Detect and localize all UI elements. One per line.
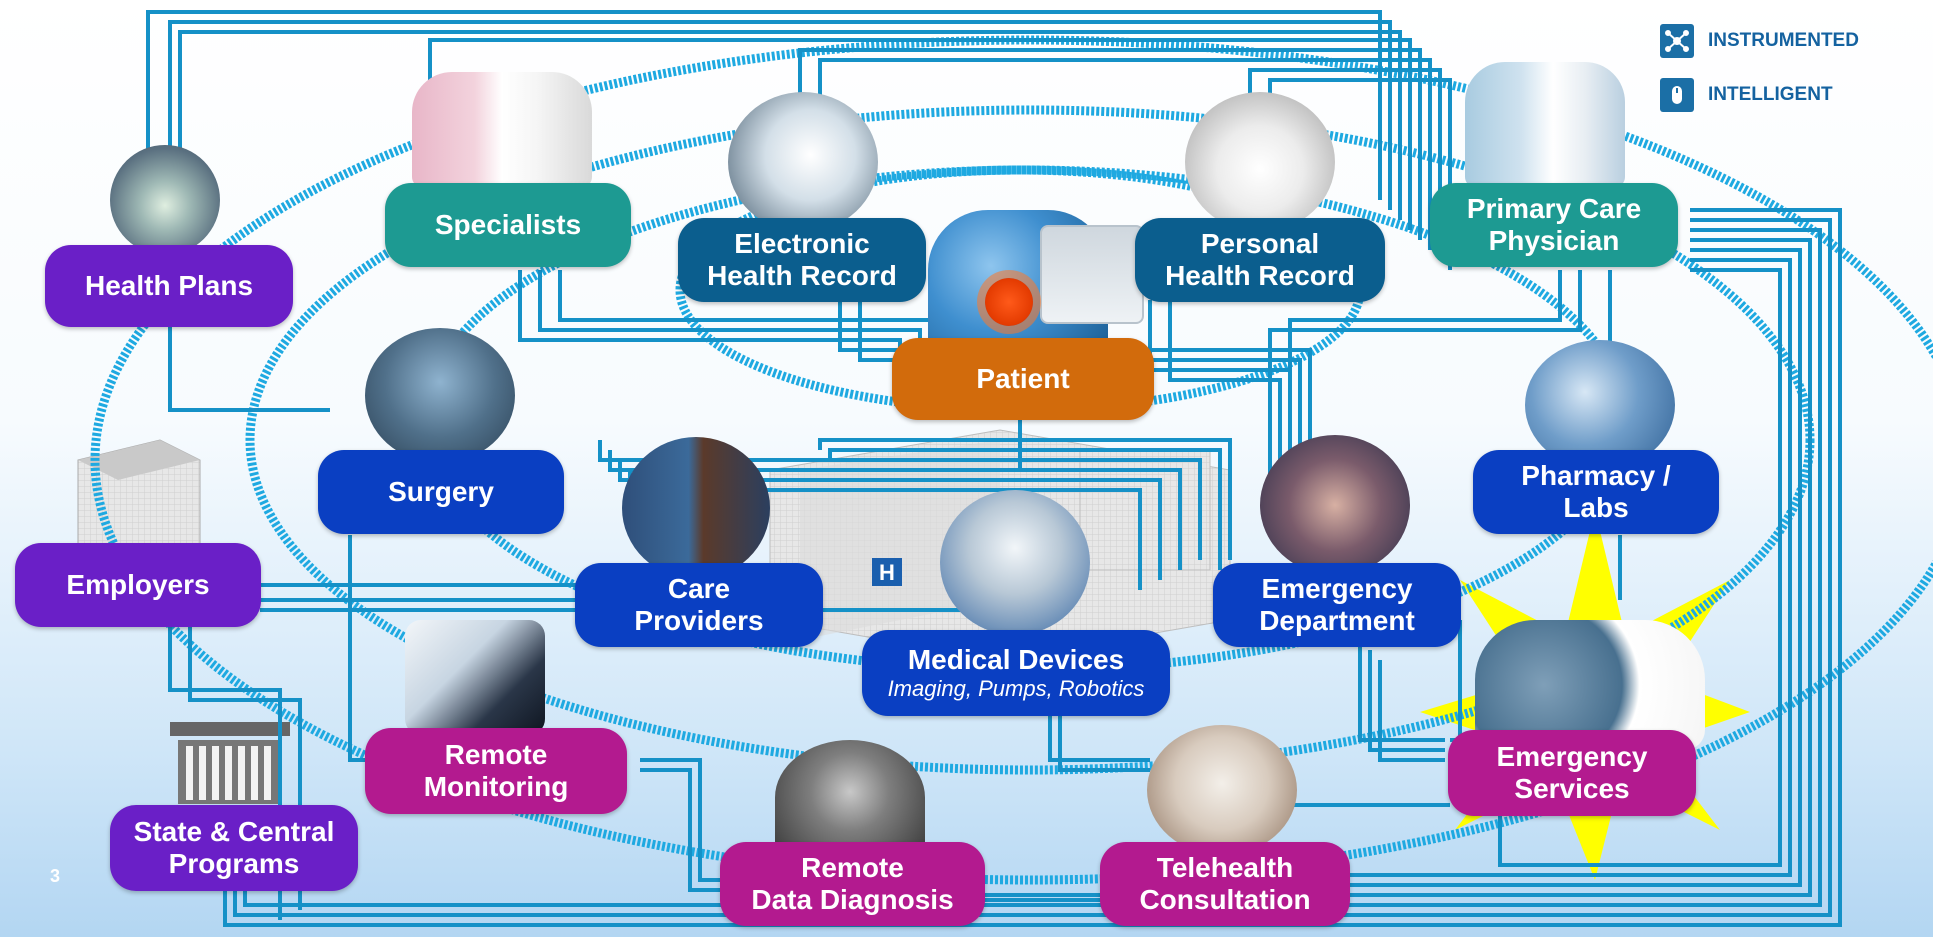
remote-monitoring-node: Remote Monitoring	[365, 728, 627, 814]
care-providers-photo	[622, 437, 770, 579]
node-label-line1: Telehealth	[1156, 852, 1294, 883]
surgery-photo	[365, 328, 515, 463]
node-label: Health Plans	[84, 270, 254, 301]
emergency-services-node: Emergency Services	[1448, 730, 1696, 816]
primary-care-physician-node: Primary Care Physician	[1430, 183, 1678, 267]
node-label-line2: Data Diagnosis	[751, 884, 954, 915]
node-label-line2: Services	[1514, 773, 1630, 804]
node-label-line2: Health Record	[707, 260, 897, 291]
node-sublabel: Imaging, Pumps, Robotics	[887, 676, 1145, 701]
emergency-department-node: Emergency Department	[1213, 563, 1461, 647]
personal-health-record-node: Personal Health Record	[1135, 218, 1385, 302]
node-label-line2: Physician	[1488, 225, 1620, 256]
node-label-line2: Consultation	[1139, 884, 1311, 915]
telehealth-consultation-node: Telehealth Consultation	[1100, 842, 1350, 926]
node-label-line1: Personal	[1200, 228, 1320, 259]
pharmacy-photo	[1525, 340, 1675, 470]
node-label-line2: Monitoring	[423, 771, 569, 802]
primary-care-physician-photo	[1465, 62, 1625, 187]
node-label-line2: Health Record	[1165, 260, 1355, 291]
electronic-health-record-node: Electronic Health Record	[678, 218, 926, 302]
state-central-programs-node: State & Central Programs	[110, 805, 358, 891]
care-providers-node: Care Providers	[575, 563, 823, 647]
emergency-department-photo	[1260, 435, 1410, 575]
legend-label: INSTRUMENTED	[1708, 30, 1859, 51]
node-label-line1: Remote	[444, 739, 548, 770]
legend-intelligent: INTELLIGENT	[1660, 78, 1833, 112]
patient-node: Patient	[892, 338, 1154, 420]
remote-monitoring-photo	[405, 620, 545, 735]
node-label-line1: Pharmacy /	[1521, 460, 1671, 491]
medical-devices-photo	[940, 490, 1090, 635]
remote-data-diagnosis-photo	[775, 740, 925, 855]
node-label-line1: Primary Care	[1466, 193, 1642, 224]
node-label-line1: Emergency	[1261, 573, 1413, 604]
node-label-line1: Electronic	[734, 228, 870, 259]
electronic-health-record-photo	[728, 92, 878, 232]
pharmacy-labs-node: Pharmacy / Labs	[1473, 450, 1719, 534]
legend-instrumented: INSTRUMENTED	[1660, 24, 1859, 58]
node-label: Patient	[976, 363, 1070, 394]
health-plans-node: Health Plans	[45, 245, 293, 327]
node-label-line2: Providers	[634, 605, 764, 636]
patient-sun-icon	[985, 278, 1033, 326]
government-pillar-graphic	[170, 722, 290, 804]
remote-data-diagnosis-node: Remote Data Diagnosis	[720, 842, 985, 926]
network-nodes-icon	[1660, 24, 1694, 58]
surgery-node: Surgery	[318, 450, 564, 534]
personal-health-record-photo	[1185, 92, 1335, 232]
node-label: Surgery	[388, 476, 494, 507]
node-label-line1: Remote	[801, 852, 904, 883]
svg-text:H: H	[879, 560, 895, 585]
node-label: Medical Devices	[907, 644, 1125, 675]
node-label-line2: Programs	[168, 848, 300, 879]
page-number: 3	[50, 866, 61, 886]
health-plans-photo	[110, 145, 220, 255]
medical-devices-node: Medical Devices Imaging, Pumps, Robotics	[862, 630, 1170, 716]
node-label: Specialists	[434, 209, 582, 240]
node-label-line1: Emergency	[1496, 741, 1648, 772]
node-label: Employers	[66, 569, 210, 600]
node-label-line1: State & Central	[133, 816, 335, 847]
employers-node: Employers	[15, 543, 261, 627]
patient-house-graphic	[1040, 225, 1144, 324]
node-label-line2: Department	[1259, 605, 1415, 636]
specialists-node: Specialists	[385, 183, 631, 267]
node-label-line2: Labs	[1563, 492, 1629, 523]
mouse-icon	[1660, 78, 1694, 112]
telehealth-photo	[1147, 725, 1297, 855]
specialists-photo	[412, 72, 592, 187]
emergency-services-photo	[1475, 620, 1705, 750]
legend-label: INTELLIGENT	[1708, 84, 1833, 105]
node-label-line1: Care	[667, 573, 731, 604]
